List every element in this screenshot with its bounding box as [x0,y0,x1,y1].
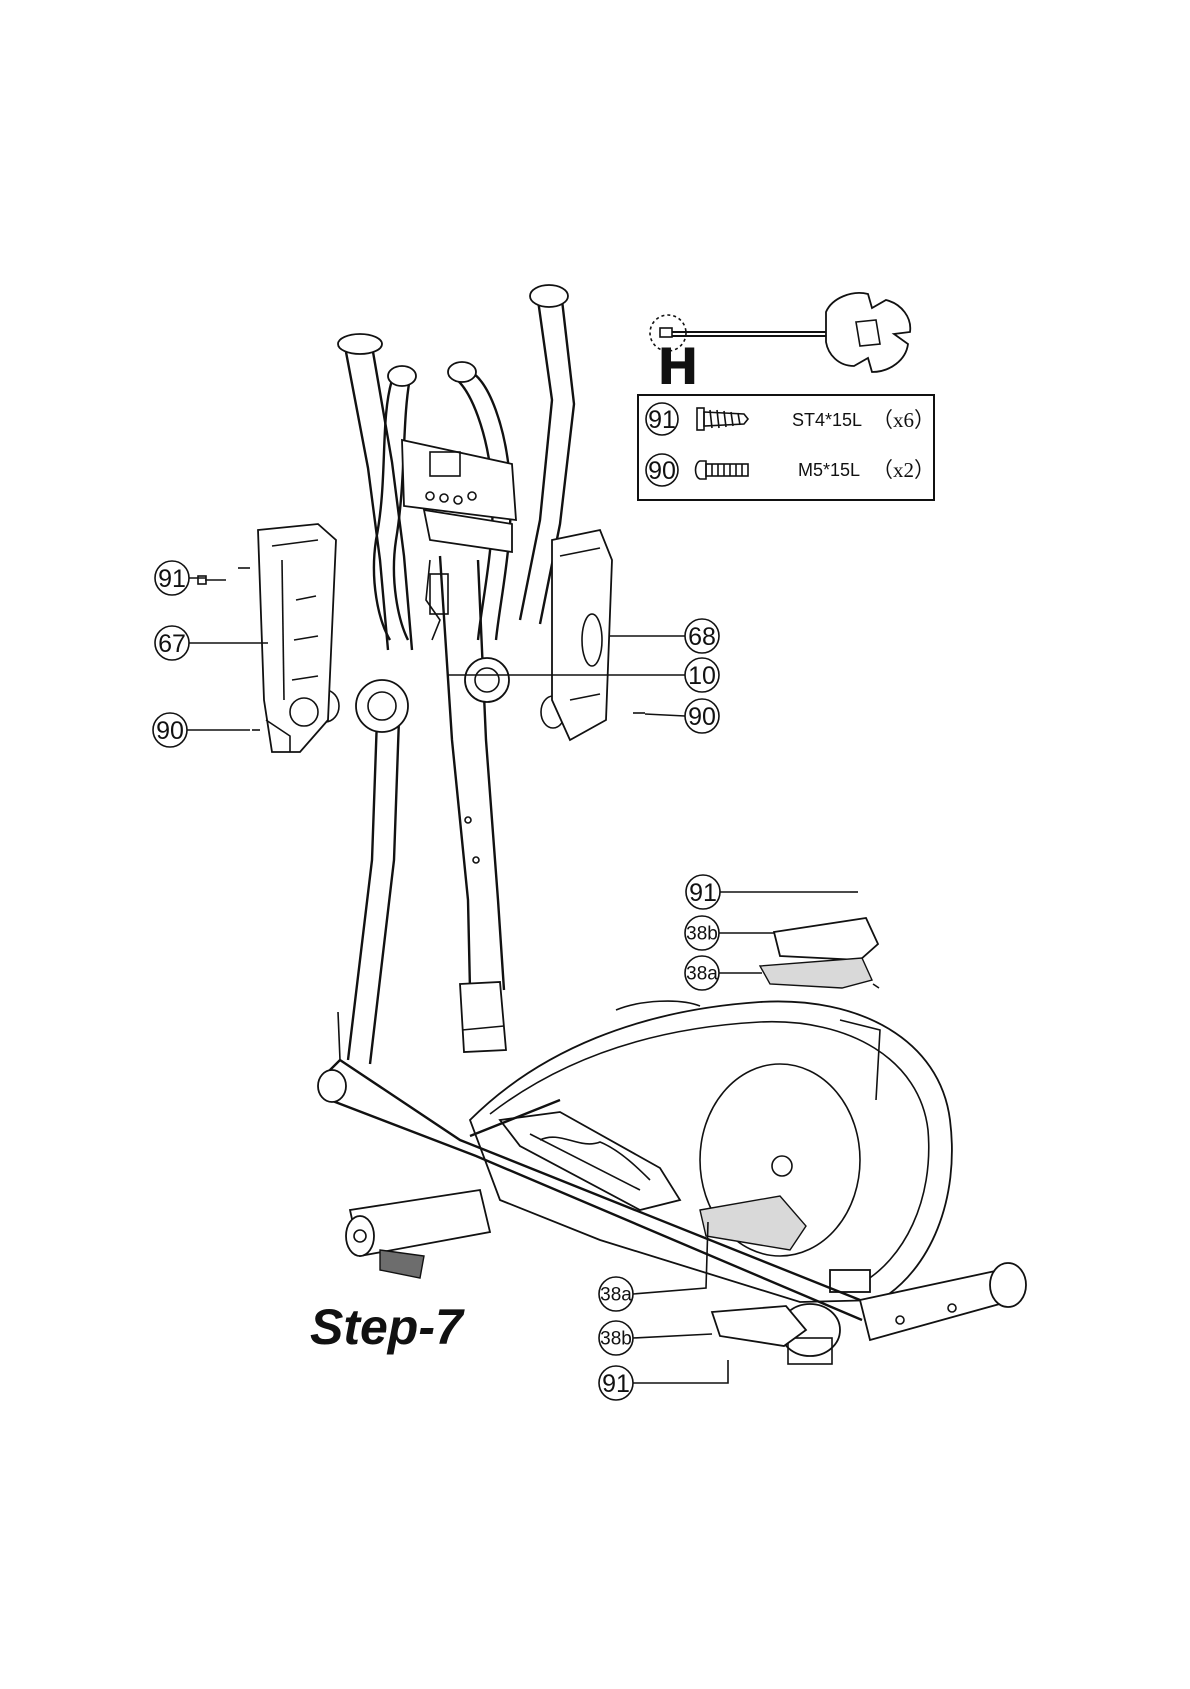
pedal-cap-upper [760,918,878,988]
kit-size: M5*15L [798,460,860,480]
svg-text:38a: 38a [600,1285,632,1306]
tapping-screw-icon [697,408,748,430]
pivot-caps [311,658,565,732]
svg-text:91: 91 [158,565,186,593]
callout-90-right: 90 [645,699,719,733]
svg-text:38b: 38b [600,1329,632,1350]
svg-text:38b: 38b [686,924,718,945]
svg-text:90: 90 [688,703,716,731]
kit-quantity: （x6） [872,408,935,432]
callout-38a-upper: 38a [685,956,762,990]
kit-quantity: （x2） [872,458,935,482]
callout-67: 67 [155,626,268,660]
step-title: Step-7 [310,1298,463,1356]
shroud-67 [258,524,336,752]
machine-screw-icon [696,461,749,479]
callout-90-left: 90 [153,713,250,747]
lower-arms [338,690,400,1064]
svg-text:67: 67 [158,630,186,658]
main-mast [426,556,506,1052]
callout-38b-lower: 38b [599,1321,712,1355]
kit-row-90: 90 M5*15L （x2） [646,454,935,486]
shroud-68 [552,530,612,740]
hardware-kit-box: 91 ST4*15L （x6） 90 M5*15L （x2） [638,293,935,500]
kit-part-number: 90 [648,457,676,485]
callout-38b-upper: 38b [685,916,774,950]
svg-text:91: 91 [689,879,717,907]
callout-68: 68 [610,619,719,653]
svg-text:38a: 38a [686,964,718,985]
svg-text:90: 90 [156,717,184,745]
callout-91-lower: 91 [599,1360,728,1400]
elliptical-trainer-illustration [198,285,1026,1364]
callout-91-upper: 91 [686,875,850,909]
callout-91-top: 91 [155,561,206,595]
kit-part-number: 91 [648,406,676,434]
console-display [402,440,516,552]
svg-text:68: 68 [688,623,716,651]
kit-row-91: 91 ST4*15L （x6） [646,403,935,435]
svg-text:91: 91 [602,1370,630,1398]
tool-letter-label: H [657,342,699,392]
svg-text:10: 10 [688,662,716,690]
kit-size: ST4*15L [792,410,862,430]
